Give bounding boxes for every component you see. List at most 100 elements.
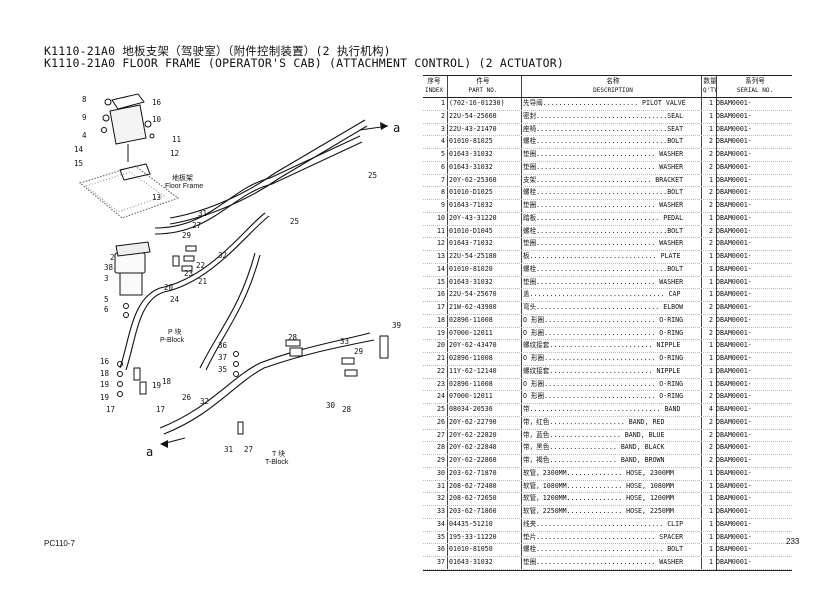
cell-index: 33 — [437, 507, 445, 515]
cell-index: 21 — [437, 354, 445, 362]
cell-serial: DBAM0001- — [716, 417, 752, 426]
parts-rows: 1(702-16-01230)先导阀......................… — [423, 98, 792, 570]
svg-text:38: 38 — [104, 263, 114, 272]
cell-index: 34 — [437, 519, 445, 528]
cell-serial: DBAM0001- — [716, 481, 752, 490]
cell-serial: DBAM0001- — [716, 354, 752, 362]
cell-part-no: 208-62-72650 — [449, 494, 497, 503]
cell-part-no: 02896-11008 — [449, 315, 493, 324]
cell-index: 23 — [437, 379, 445, 388]
svg-text:4: 4 — [82, 131, 87, 140]
svg-text:24: 24 — [170, 295, 180, 304]
cell-part-no: 20Y-62-22840 — [449, 443, 497, 452]
svg-text:17: 17 — [156, 405, 165, 414]
cell-qty: 2 — [709, 162, 713, 171]
cell-part-no: 04435-51210 — [449, 519, 493, 528]
svg-text:28: 28 — [288, 333, 298, 342]
cell-index: 17 — [437, 303, 445, 311]
cell-description: 垫圈.............................. WASHER — [523, 239, 684, 248]
cell-serial: DBAM0001- — [716, 494, 752, 503]
cell-description: 支架............................. BRACKET — [523, 175, 684, 184]
cell-qty: 1 — [709, 290, 713, 299]
cell-serial: DBAM0001- — [716, 341, 752, 350]
cell-index: 20 — [437, 341, 445, 350]
cell-part-no: 01643-31032 — [449, 558, 493, 566]
cell-serial: DBAM0001- — [716, 124, 752, 133]
header-desc-cn: 名称 — [606, 77, 620, 85]
cell-part-no: 22U-54-25660 — [449, 111, 497, 120]
cell-serial: DBAM0001- — [716, 443, 752, 452]
table-row: 1(702-16-01230)先导阀......................… — [423, 98, 792, 111]
arrow-a-upper: a — [359, 121, 400, 135]
cell-index: 14 — [437, 264, 445, 273]
svg-text:33: 33 — [340, 337, 349, 346]
cell-index: 11 — [437, 226, 445, 235]
cell-index: 26 — [437, 417, 445, 426]
cell-part-no: 22U-54-25670 — [449, 290, 497, 299]
cell-qty: 2 — [709, 150, 713, 158]
cell-description: 软管，1080MM.............. HOSE, 1080MM — [523, 481, 674, 490]
header-index: 序号 INDEX — [423, 77, 445, 95]
svg-text:35: 35 — [218, 365, 227, 374]
cell-serial: DBAM0001- — [716, 252, 752, 260]
table-header: 序号 INDEX 件号 PART NO. 名称 DESCRIPTION 数量 Q… — [423, 75, 792, 98]
cell-description: 螺栓................................ BOLT — [523, 545, 684, 554]
cell-index: 27 — [437, 430, 445, 439]
cell-part-no: 07000-12011 — [449, 392, 493, 401]
cell-part-no: 08034-20536 — [449, 405, 493, 413]
table-row: 22 11Y-62-12140 螺纹接套......................… — [423, 366, 792, 379]
svg-text:a: a — [393, 121, 400, 135]
cell-qty: 1 — [709, 366, 713, 375]
cell-index: 7 — [441, 175, 445, 184]
cell-serial: DBAM0001- — [716, 162, 752, 171]
fittings — [133, 245, 389, 435]
svg-text:27: 27 — [192, 221, 201, 230]
cell-qty: 2 — [709, 188, 713, 197]
cell-part-no: 01010-D1025 — [449, 188, 493, 197]
cell-index: 4 — [441, 137, 445, 146]
svg-text:37: 37 — [218, 353, 227, 362]
cell-index: 22 — [437, 366, 445, 375]
svg-text:25: 25 — [368, 171, 377, 180]
header-serial-en: SERIAL NO. — [736, 87, 774, 94]
cell-description: 螺栓.................................BOLT — [523, 264, 684, 273]
cell-qty: 2 — [709, 417, 713, 426]
svg-text:32: 32 — [218, 251, 227, 260]
header-part-no: 件号 PART NO. — [447, 77, 519, 95]
cell-description: 螺纹接套.......................... NIPPLE — [523, 366, 681, 375]
pilot-valve — [114, 241, 151, 318]
cell-index: 16 — [437, 290, 445, 299]
cell-description: 螺栓.................................BOLT — [523, 188, 684, 197]
header-description: 名称 DESCRIPTION — [523, 77, 703, 95]
page-title-chinese: K1110-21A0 地板支架（驾驶室）（附件控制装置）(2 执行机构) — [44, 44, 391, 58]
cell-description: 踏板............................... PEDAL — [523, 213, 684, 222]
svg-text:31: 31 — [198, 209, 207, 218]
cell-part-no: 01643-71032 — [449, 201, 493, 209]
cell-part-no: 20Y-62-43470 — [449, 341, 497, 350]
cell-serial: DBAM0001- — [716, 379, 752, 388]
page-number: 233 — [786, 537, 800, 546]
cell-serial: DBAM0001- — [716, 239, 752, 248]
cell-qty: 1 — [709, 558, 713, 566]
floor-frame-outline — [78, 165, 180, 219]
svg-text:18: 18 — [100, 369, 110, 378]
cell-index: 6 — [441, 162, 445, 171]
cell-description: 板................................ PLATE — [523, 252, 681, 260]
cell-description: 带，褐色................. BAND, BROWN — [523, 456, 665, 464]
cell-description: 垫圈.............................. WASHER — [523, 277, 684, 286]
svg-text:29: 29 — [354, 347, 363, 356]
cell-qty: 1 — [709, 341, 713, 350]
cell-part-no: 11Y-62-12140 — [449, 366, 497, 375]
